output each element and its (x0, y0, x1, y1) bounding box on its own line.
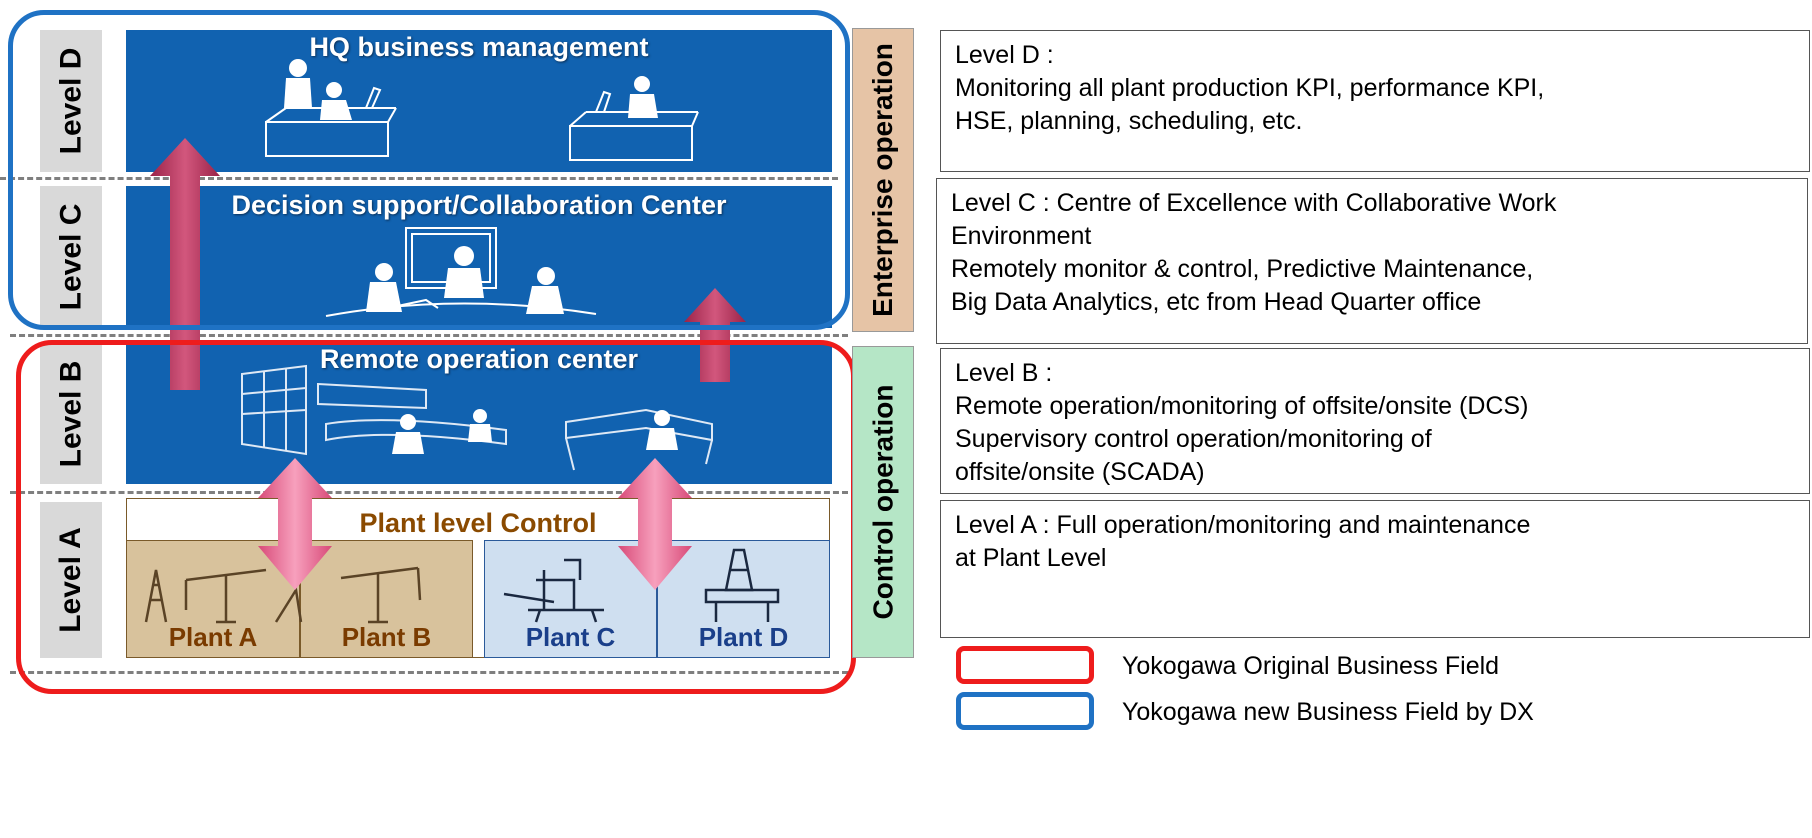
legend-original-label: Yokogawa Original Business Field (1122, 652, 1500, 680)
enterprise-operation-label: Enterprise operation (852, 28, 914, 332)
control-room-illustration (241, 364, 713, 471)
onshore-pumpjacks-illustration (144, 566, 422, 624)
level-c-tab: Level C (40, 186, 102, 328)
level-c-description: Level C : Centre of Excellence with Coll… (936, 178, 1808, 344)
plant-d-label: Plant D (698, 622, 789, 652)
plant-d-cell: Plant D (657, 540, 830, 658)
legend-blue-swatch (956, 692, 1094, 730)
offshore-rigs-illustration (503, 548, 780, 623)
control-operation-label: Control operation (852, 346, 914, 658)
separator-c-b (10, 334, 848, 337)
level-b-description: Level B : Remote operation/monitoring of… (940, 348, 1810, 494)
hq-desks-illustration (265, 59, 699, 161)
blue-outline-dx-field (8, 10, 850, 330)
level-a-description: Level A : Full operation/monitoring and … (940, 500, 1810, 638)
separator-d-c (0, 177, 838, 180)
plant-level-title: Plant level Control (359, 508, 597, 538)
separator-b-a (10, 491, 848, 494)
double-arrow-left (258, 458, 332, 590)
arrows-layer (150, 138, 746, 590)
up-arrow-b-to-d (150, 138, 220, 390)
red-outline-original-field (16, 340, 856, 694)
double-arrow-right (618, 458, 692, 590)
plant-b-label: Plant B (341, 622, 432, 652)
level-d-description: Level D : Monitoring all plant productio… (940, 30, 1810, 172)
remote-operation-title: Remote operation center (319, 344, 639, 374)
hq-business-title: HQ business management (309, 32, 649, 62)
legend-new-label: Yokogawa new Business Field by DX (1122, 698, 1534, 726)
up-arrow-b-to-c (684, 288, 746, 382)
plant-a-label: Plant A (168, 622, 258, 652)
level-a-tab: Level A (40, 502, 102, 658)
level-d-tab: Level D (40, 30, 102, 172)
plant-c-label: Plant C (525, 622, 616, 652)
decision-support-title: Decision support/Collaboration Center (231, 190, 727, 220)
legend-red-swatch (956, 646, 1094, 684)
collaboration-illustration (325, 227, 597, 317)
plant-b-cell: Plant B (300, 540, 473, 658)
separator-bottom (10, 671, 848, 674)
level-d-band (126, 30, 832, 172)
